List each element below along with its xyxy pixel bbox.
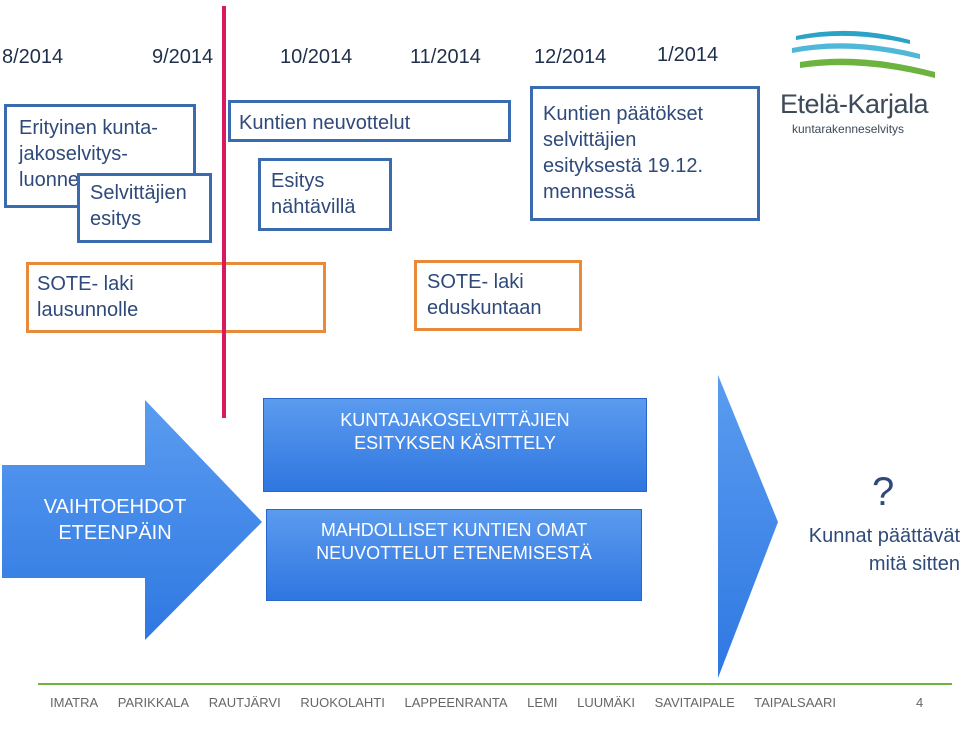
box-line: Selvittäjien <box>90 182 187 204</box>
month-label: 1/2014 <box>657 44 719 66</box>
box-line: Esitys <box>271 170 325 192</box>
label-line: Kunnat päättävät <box>808 525 960 547</box>
box-line: KUNTAJAKOSELVITTÄJIEN <box>340 410 570 430</box>
municipality-label: IMATRA <box>50 695 99 710</box>
municipality-label: RAUTJÄRVI <box>208 695 281 710</box>
omat-neuvottelut-box: MAHDOLLISET KUNTIEN OMAT NEUVOTTELUT ETE… <box>266 509 642 601</box>
box-line: luonne <box>19 169 80 191</box>
arrow-vaihtoehdot <box>2 400 262 640</box>
current-date-line <box>222 6 226 418</box>
footer-divider <box>38 683 952 685</box>
label-line: VAIHTOEHDOT <box>43 496 187 518</box>
page-number: 4 <box>916 695 924 710</box>
box-esitys-nahtavilla: Esitys nähtävillä <box>258 158 392 231</box>
box-line: jakoselvitys- <box>19 143 128 165</box>
box-line: SOTE- laki <box>37 273 134 295</box>
box-line: esityksestä 19.12. <box>543 155 704 177</box>
box-line: selvittäjien <box>543 129 637 151</box>
box-line: NEUVOTTELUT ETENEMISESTÄ <box>316 543 592 563</box>
box-selvittajien-esitys: Selvittäjien esitys <box>77 173 212 243</box>
box-kuntien-paatokset: Kuntien päätökset selvittäjien esitykses… <box>530 86 760 221</box>
box-line: Kuntien neuvottelut <box>239 112 411 134</box>
vaihtoehdot-label: VAIHTOEHDOT ETEENPÄIN <box>30 494 200 546</box>
municipality-label: TAIPALSAARI <box>754 695 837 710</box>
box-line: Kuntien päätökset <box>543 103 704 125</box>
municipality-label: SAVITAIPALE <box>654 695 735 710</box>
arrow-right <box>718 375 778 678</box>
municipality-label: RUOKOLAHTI <box>300 695 385 710</box>
box-line: mennessä <box>543 181 636 203</box>
month-label: 8/2014 <box>2 46 64 68</box>
box-line: eduskuntaan <box>427 297 542 319</box>
label-line: mitä sitten <box>868 553 960 575</box>
etela-karjala-logo: Etelä-Karjala kuntarakenneselvitys <box>780 28 950 138</box>
logo-name: Etelä-Karjala <box>780 89 929 119</box>
logo-waves-icon <box>792 30 935 78</box>
month-label: 9/2014 <box>152 46 214 68</box>
label-line: ETEENPÄIN <box>58 522 172 544</box>
box-line: lausunnolle <box>37 299 139 321</box>
box-line: Erityinen kunta- <box>19 117 158 139</box>
box-line: nähtävillä <box>271 196 356 218</box>
municipality-label: PARIKKALA <box>117 695 190 710</box>
month-label: 10/2014 <box>280 46 353 68</box>
municipality-label: LUUMÄKI <box>577 695 635 710</box>
month-label: 11/2014 <box>410 46 481 68</box>
question-mark: ? <box>872 470 895 514</box>
logo-subtitle: kuntarakenneselvitys <box>792 122 905 136</box>
municipality-label: LEMI <box>527 695 558 710</box>
month-label: 12/2014 <box>534 46 607 68</box>
box-sote-lausunnolle: SOTE- laki lausunnolle <box>26 262 326 333</box>
box-line: SOTE- laki <box>427 271 524 293</box>
box-sote-eduskuntaan: SOTE- laki eduskuntaan <box>414 260 582 331</box>
kasittely-box: KUNTAJAKOSELVITTÄJIEN ESITYKSEN KÄSITTEL… <box>263 398 647 492</box>
box-kuntien-neuvottelut: Kuntien neuvottelut <box>228 100 511 142</box>
box-line: MAHDOLLISET KUNTIEN OMAT <box>320 520 588 540</box>
municipality-label: LAPPEENRANTA <box>404 695 508 710</box>
box-line: esitys <box>90 208 142 230</box>
box-line: ESITYKSEN KÄSITTELY <box>354 433 556 453</box>
footer-municipalities: IMATRA PARIKKALA RAUTJÄRVI RUOKOLAHTI LA… <box>50 695 850 710</box>
kunnat-paattavat-label: Kunnat päättävät mitä sitten <box>780 522 960 578</box>
